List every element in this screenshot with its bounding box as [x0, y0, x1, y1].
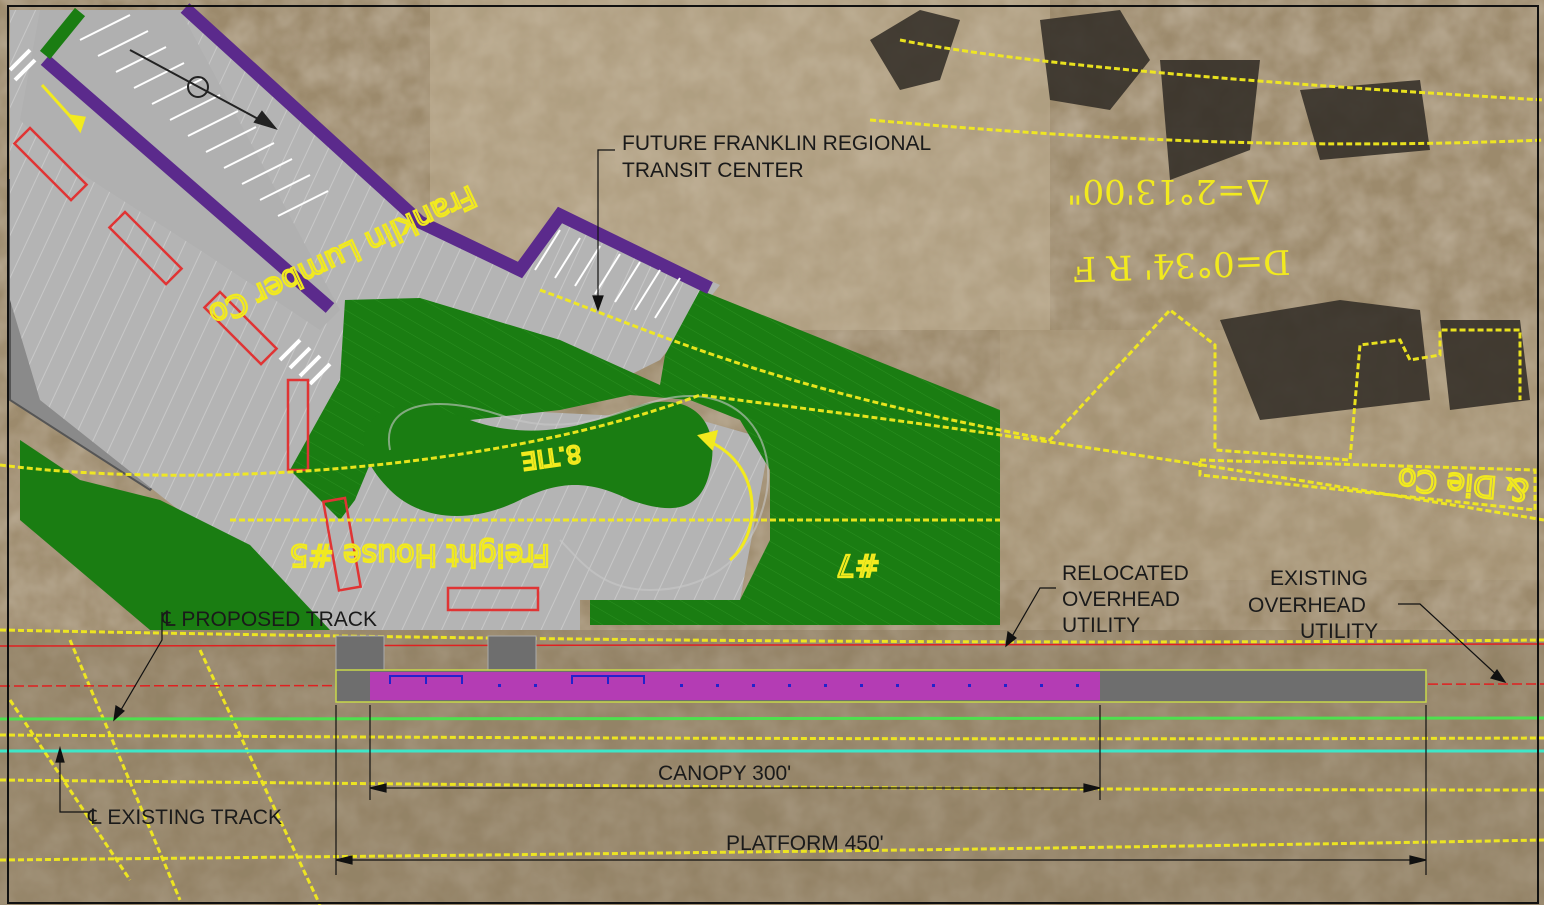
property-wall [39, 3, 713, 313]
crosswalks [8, 48, 332, 386]
existing-utility-label-line3: UTILITY [1300, 620, 1378, 643]
parcel-number-label: #7 [836, 547, 880, 582]
label-leaders [55, 149, 1507, 813]
grass-island [363, 401, 713, 517]
curve-delta-label: Δ=2°13'00" [1067, 171, 1270, 211]
curve-degree-label: D=0°34' R F [1072, 241, 1291, 289]
platform-access [335, 635, 385, 671]
bus [12, 126, 89, 202]
grass-main [290, 290, 1000, 625]
proposed-track-centerline [0, 716, 1544, 721]
existing-utility-label-line1: EXISTING [1270, 567, 1368, 590]
existing-utility-label-line2: OVERHEAD [1248, 594, 1366, 617]
transit-center-label-line1: FUTURE FRANKLIN REGIONAL [622, 132, 931, 155]
dimension-lines [335, 705, 1427, 875]
bus [446, 586, 540, 612]
relocated-utility-label-line3: UTILITY [1062, 614, 1140, 637]
bus-loop-road [387, 395, 770, 592]
existing-track-label: ℄ EXISTING TRACK [87, 806, 282, 829]
callout-labels: FUTURE FRANKLIN REGIONAL TRANSIT CENTER … [87, 132, 1378, 855]
parking-stalls [79, 14, 681, 319]
buses [12, 126, 540, 612]
transit-center-label-line2: TRANSIT CENTER [622, 159, 804, 182]
bus [107, 210, 184, 286]
station-platform [335, 635, 1427, 703]
bus [321, 496, 363, 592]
relocated-utility-label-line2: OVERHEAD [1062, 588, 1180, 611]
platform-access [487, 635, 537, 671]
traffic-arrows [40, 83, 754, 562]
survey-linework [0, 38, 1544, 905]
freight-house-label: Freight House #5 [289, 537, 550, 572]
grass-southwest [20, 440, 330, 630]
relocated-utility-label-line1: RELOCATED [1062, 562, 1189, 585]
canopy-dimension-label: CANOPY 300' [658, 762, 791, 785]
north-arrow-icon [129, 49, 278, 130]
existing-buildings [870, 10, 1530, 420]
canopy-benches [389, 675, 645, 684]
bus [202, 290, 279, 366]
canopy [370, 672, 1100, 700]
canopy-columns [498, 684, 1079, 687]
platform-dimension-label: PLATFORM 450' [726, 832, 884, 855]
sheet-border [7, 5, 1539, 904]
relocated-utility-line [0, 643, 1544, 647]
proposed-track-label: ℄ PROPOSED TRACK [161, 608, 377, 631]
grass-areas [20, 290, 1000, 630]
